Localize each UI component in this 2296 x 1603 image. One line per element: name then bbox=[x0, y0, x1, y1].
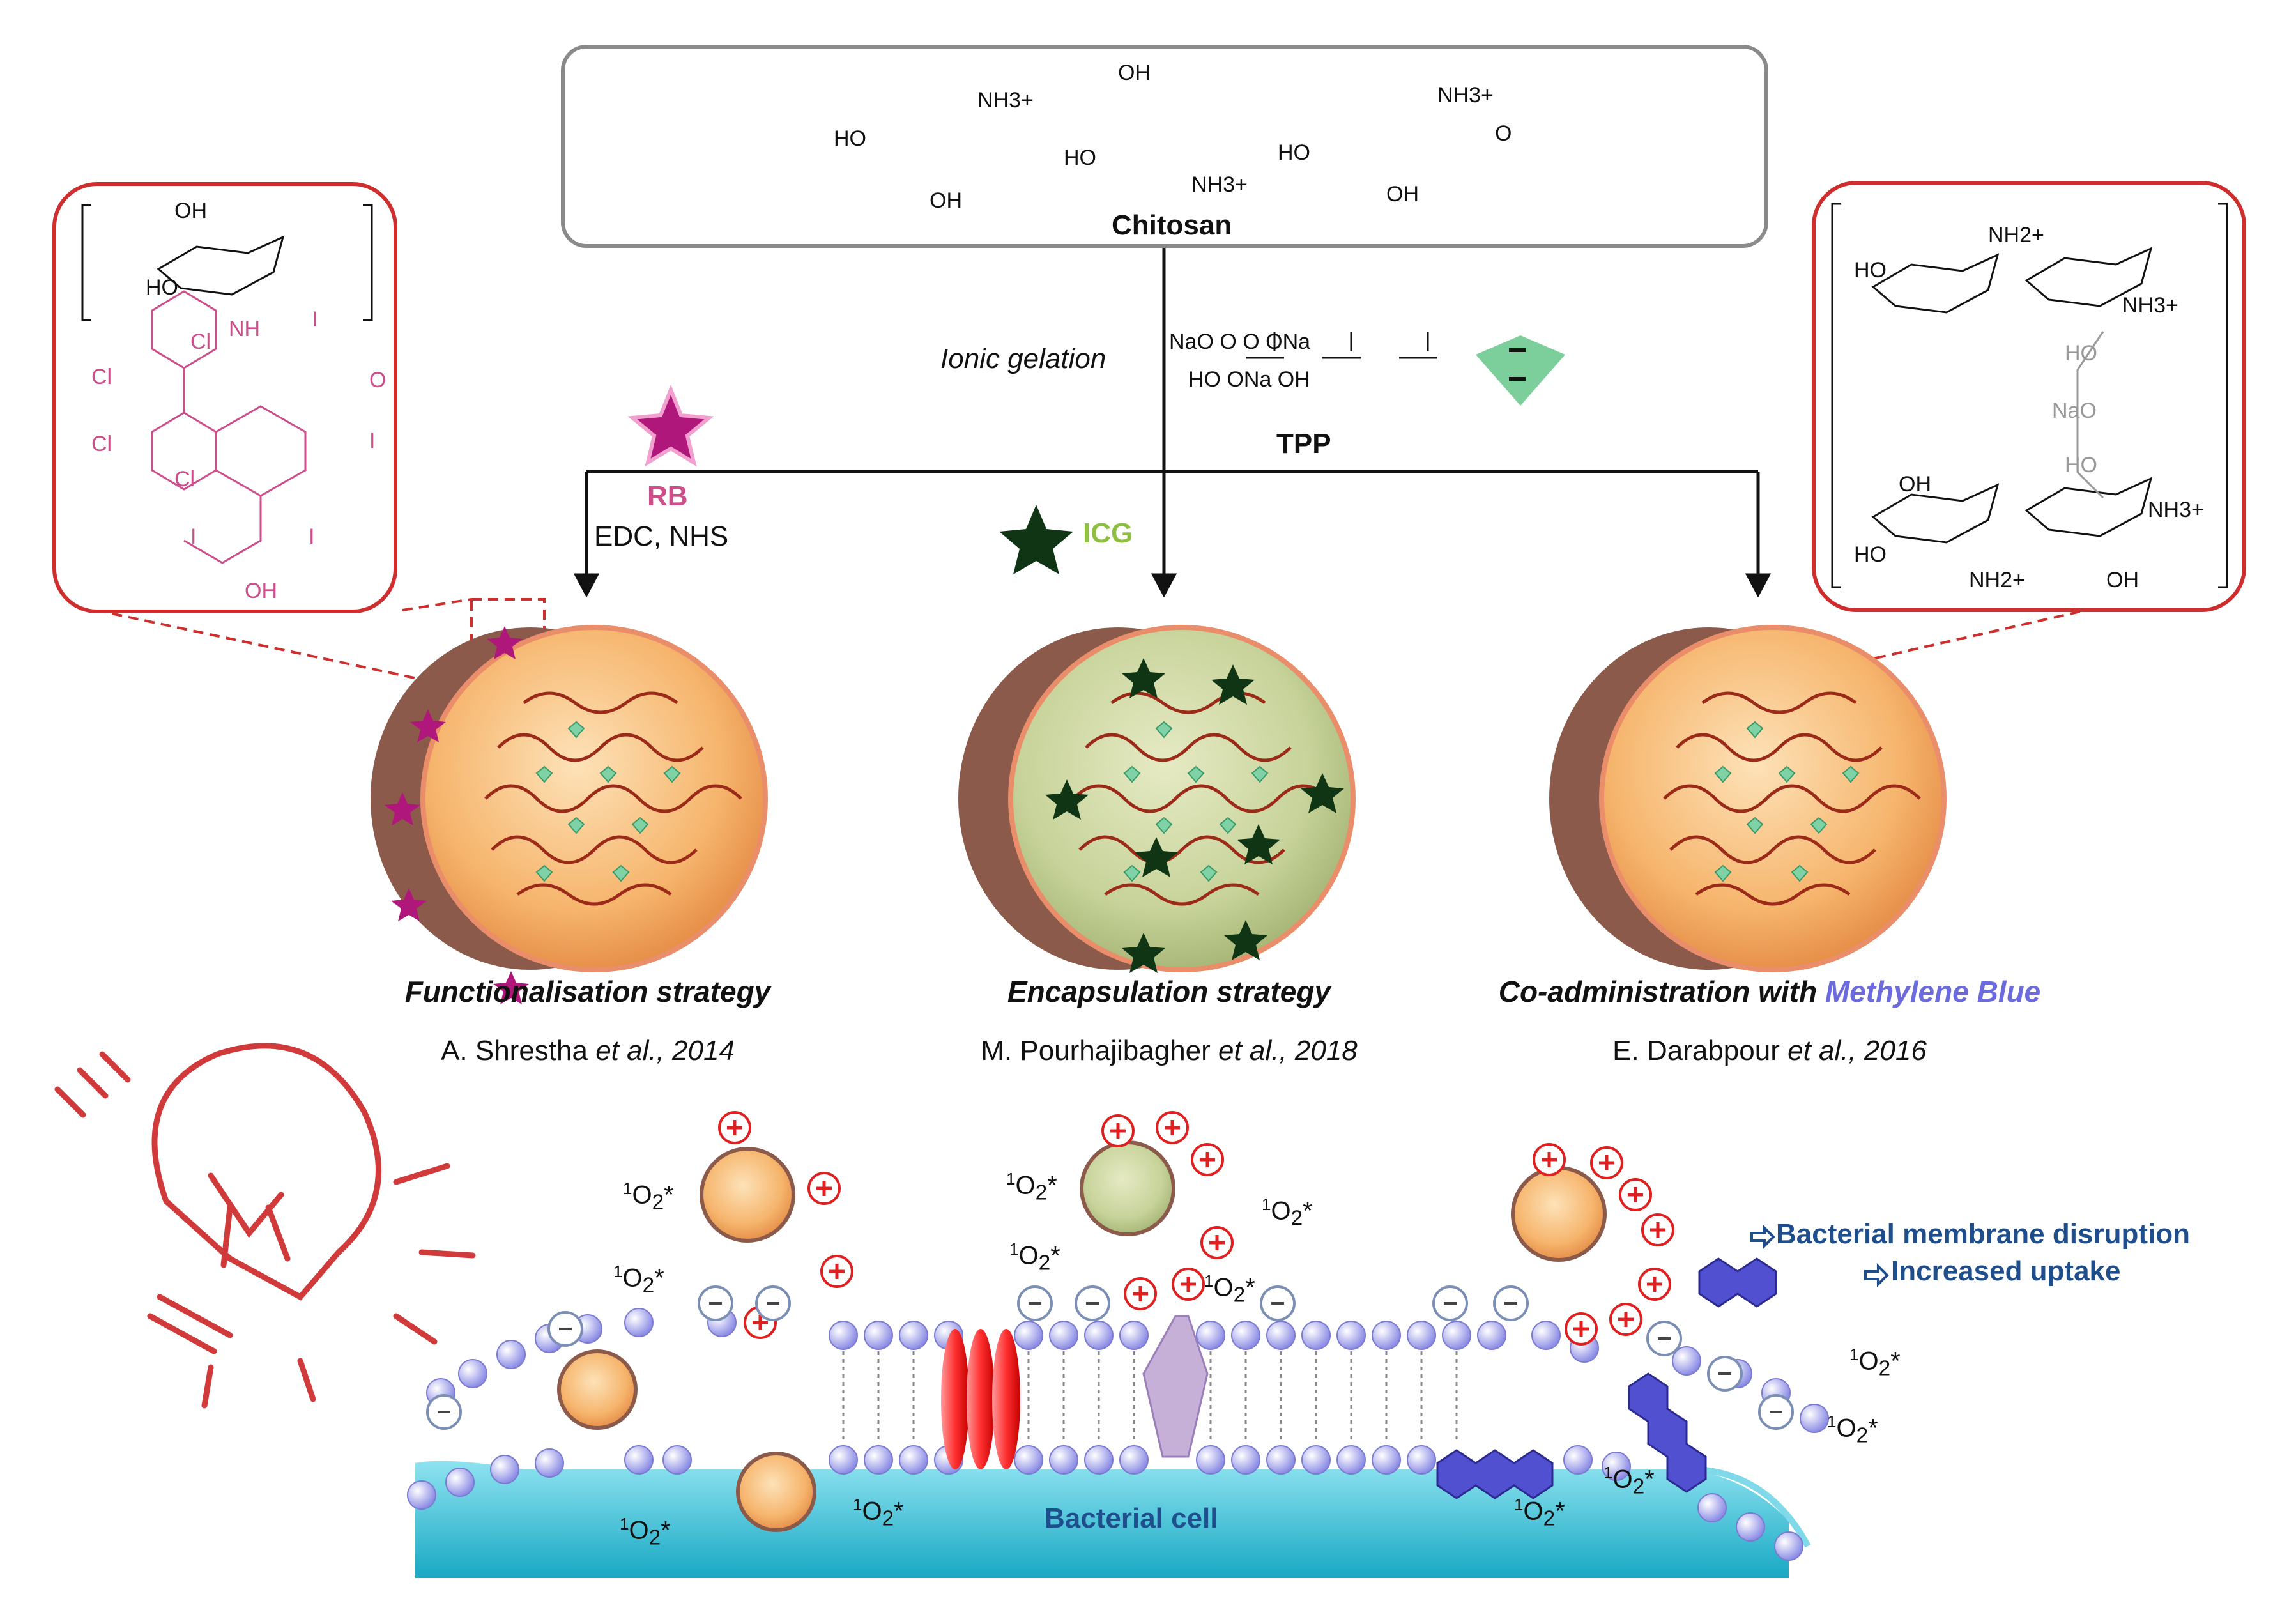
tpp-callout-group-9: HO bbox=[1854, 542, 1887, 567]
flow-arrows bbox=[573, 248, 1772, 598]
chitosan-group-5: HO bbox=[1064, 146, 1096, 170]
nanoparticle-encapsulated bbox=[958, 625, 1356, 973]
chitosan-group-7: HO bbox=[1278, 141, 1310, 165]
tpp-callout-group-2: HO bbox=[1854, 258, 1887, 282]
tpp-label: TPP bbox=[1276, 428, 1331, 459]
rb-callout-group-2: HO bbox=[146, 275, 178, 300]
tpp-callout-group-11: OH bbox=[2106, 568, 2139, 592]
icg-label: ICG bbox=[1083, 518, 1133, 549]
rb-callout-group-9: O bbox=[369, 368, 386, 392]
chitosan-label: Chitosan bbox=[1112, 210, 1232, 241]
effect-arrow-icons bbox=[1750, 1225, 1889, 1287]
rb-callout-group-13: OH bbox=[245, 579, 277, 603]
tpp-callout-group-5: NaO bbox=[2052, 399, 2097, 423]
chitosan-group-8: OH bbox=[930, 188, 962, 213]
anionic-tpp-icon bbox=[1476, 335, 1565, 406]
strategy-title-2: Encapsulation strategy bbox=[1007, 975, 1331, 1008]
strategy-ref-3: E. Darabpour et al., 2016 bbox=[1612, 1035, 1927, 1066]
rb-callout-group-7: Cl bbox=[174, 467, 195, 491]
chitosan-group-2: OH bbox=[1118, 61, 1151, 85]
rb-callout-group-4: Cl bbox=[190, 330, 211, 354]
edc-nhs-label: EDC, NHS bbox=[594, 521, 729, 552]
negative-charge-signs bbox=[438, 1302, 1782, 1413]
singlet-oxygen-10: 1O2* bbox=[1603, 1463, 1655, 1499]
tpp-callout-group-1: NH2+ bbox=[1988, 223, 2044, 247]
chitosan-box bbox=[561, 45, 1768, 248]
singlet-oxygen-9: 1O2* bbox=[1514, 1495, 1565, 1531]
strategy-title-3: Co-administration with Methylene Blue bbox=[1498, 975, 2041, 1008]
singlet-oxygen-2: 1O2* bbox=[613, 1262, 664, 1298]
rb-callout-group-8: I bbox=[312, 307, 318, 332]
chitosan-group-9: OH bbox=[1386, 182, 1419, 206]
nanoparticle-functionalised bbox=[371, 625, 768, 1004]
strategy-ref-1: A. Shrestha et al., 2014 bbox=[441, 1035, 735, 1066]
tpp-formula-top: NaO O O ONa bbox=[1169, 330, 1311, 354]
rb-callout-group-3: NH bbox=[229, 317, 261, 341]
icg-star-icon bbox=[999, 505, 1073, 574]
singlet-oxygen-12: 1O2* bbox=[1827, 1412, 1878, 1448]
small-nanoparticles bbox=[557, 1140, 1607, 1532]
tpp-callout-group-8: NH3+ bbox=[2148, 498, 2204, 522]
ionic-gelation-label: Ionic gelation bbox=[940, 343, 1106, 374]
effect-increased-uptake: Increased uptake bbox=[1891, 1255, 2121, 1287]
singlet-oxygen-1: 1O2* bbox=[623, 1179, 674, 1215]
singlet-oxygen-8: 1O2* bbox=[853, 1495, 904, 1531]
tpp-crosslink-drawing bbox=[1831, 203, 2228, 588]
tpp-callout-group-10: NH2+ bbox=[1969, 568, 2025, 592]
methylene-blue-molecules bbox=[1436, 1257, 1777, 1499]
lipid-bilayer bbox=[407, 1308, 1829, 1561]
singlet-oxygen-3: 1O2* bbox=[1006, 1169, 1057, 1205]
singlet-oxygen-5: 1O2* bbox=[1262, 1195, 1313, 1231]
chitosan-group-1: NH3+ bbox=[977, 88, 1034, 112]
strategy-title-1: Functionalisation strategy bbox=[404, 975, 771, 1008]
positive-charge-signs bbox=[727, 1120, 1665, 1337]
tpp-structure bbox=[1246, 332, 1437, 359]
rb-callout-group-11: I bbox=[190, 525, 197, 549]
chitosan-group-10: O bbox=[1495, 121, 1512, 146]
light-bulb-icon bbox=[54, 1043, 476, 1409]
rb-chitosan-callout: OH HO NH Cl Cl Cl Cl I O I I I OH bbox=[52, 182, 397, 613]
rb-star-icon bbox=[627, 384, 714, 467]
nanoparticle-coadministration bbox=[1549, 625, 1947, 972]
rb-callout-group-1: OH bbox=[174, 199, 207, 223]
chitosan-group-6: NH3+ bbox=[1191, 173, 1248, 197]
tpp-callout-group-6: HO bbox=[2065, 453, 2097, 477]
membrane-pore bbox=[941, 1329, 1020, 1469]
strategy-ref-2: M. Pourhajibagher et al., 2018 bbox=[981, 1035, 1358, 1066]
rb-callout-group-5: Cl bbox=[91, 365, 112, 389]
tpp-formula-bottom: HO ONa OH bbox=[1188, 367, 1310, 392]
bacterial-cell-label: Bacterial cell bbox=[1045, 1503, 1218, 1534]
rb-callout-group-12: I bbox=[309, 525, 315, 549]
tpp-callout-group-4: HO bbox=[2065, 341, 2097, 365]
chitosan-group-4: HO bbox=[834, 127, 866, 151]
tpp-crosslink-callout: NH2+ HO NH3+ HO NaO HO OH NH3+ HO NH2+ O… bbox=[1812, 181, 2246, 612]
effect-membrane-disruption: Bacterial membrane disruption bbox=[1776, 1218, 2190, 1250]
rb-label: RB bbox=[647, 480, 688, 512]
chitosan-group-3: NH3+ bbox=[1437, 83, 1494, 107]
tpp-callout-group-3: NH3+ bbox=[2122, 293, 2178, 318]
rb-callout-group-6: Cl bbox=[91, 432, 112, 456]
singlet-oxygen-4: 1O2* bbox=[1009, 1239, 1060, 1275]
singlet-oxygen-7: 1O2* bbox=[620, 1514, 671, 1550]
singlet-oxygen-11: 1O2* bbox=[1849, 1345, 1901, 1381]
tpp-callout-group-7: OH bbox=[1899, 472, 1931, 496]
membrane-protein bbox=[1142, 1315, 1209, 1458]
rb-callout-group-10: I bbox=[369, 429, 376, 453]
singlet-oxygen-6: 1O2* bbox=[1204, 1271, 1255, 1307]
rb-structure-drawing bbox=[81, 204, 373, 564]
